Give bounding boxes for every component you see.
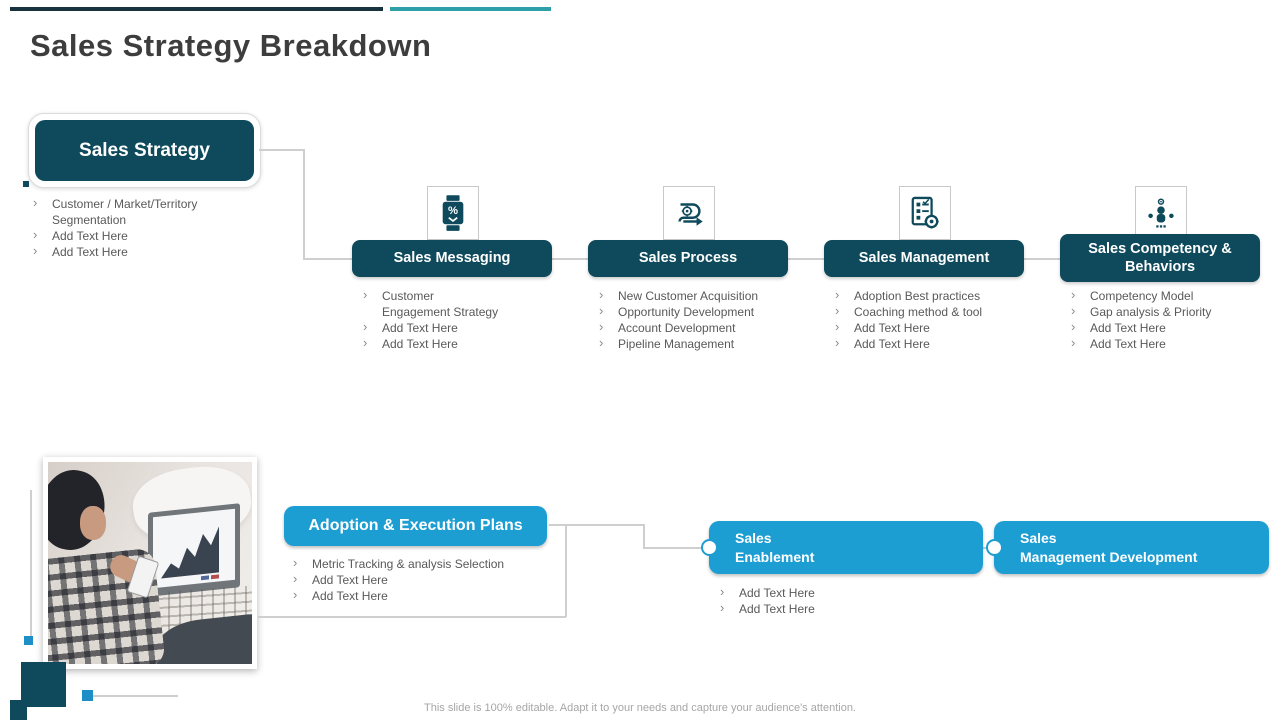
connector-line (258, 616, 566, 618)
decor-square-blue-small (24, 636, 33, 645)
connector-node-circle (701, 539, 718, 556)
sales-enablement-node: Sales Enablement (709, 521, 983, 574)
decor-square-teal-large (21, 662, 66, 707)
list-item: Add Text Here (360, 319, 546, 336)
photo-person-face (80, 506, 106, 540)
icon-box (663, 186, 715, 240)
sales-competency-list: Competency Model Gap analysis & Priority… (1068, 287, 1258, 352)
photo-person-laptop (43, 457, 257, 669)
sales-strategy-node: Sales Strategy (28, 113, 261, 188)
connector-line (1024, 258, 1061, 260)
decor-square-under-root (23, 181, 29, 187)
top-accent-bar-dark (10, 7, 383, 11)
list-item: Add Text Here (717, 600, 917, 617)
connector-line (643, 547, 705, 549)
list-item: Competency Model (1068, 287, 1258, 304)
photo-laptop-screen (148, 503, 240, 597)
list-item: Add Text Here (832, 319, 1022, 336)
connector-line (259, 149, 304, 151)
sales-messaging-list: Customer Engagement Strategy Add Text He… (360, 287, 546, 352)
process-arrow-gear-icon (678, 203, 703, 226)
list-item: Add Text Here (30, 227, 225, 244)
list-item: Add Text Here (30, 243, 225, 260)
list-item: Gap analysis & Priority (1068, 303, 1258, 320)
sales-strategy-label: Sales Strategy (35, 120, 254, 181)
list-item: Opportunity Development (596, 303, 786, 320)
person-gears-icon (1148, 198, 1174, 228)
sales-mgmt-dev-label-line2: Management Development (1020, 548, 1198, 565)
slide-title: Sales Strategy Breakdown (30, 28, 432, 63)
connector-node-circle (986, 539, 1003, 556)
list-item: Add Text Here (1068, 335, 1258, 352)
list-item: Add Text Here (290, 587, 580, 604)
connector-line (788, 258, 825, 260)
column-header-sales-management: Sales Management (824, 240, 1024, 277)
connector-line (303, 149, 305, 259)
sales-strategy-list: Customer / Market/Territory Segmentation… (30, 195, 225, 260)
sales-enablement-label-line2: Enablement (735, 548, 815, 565)
list-item: Add Text Here (290, 571, 580, 588)
list-item: Customer Engagement Strategy (360, 287, 546, 320)
column-header-sales-competency: Sales Competency & Behaviors (1060, 234, 1260, 282)
list-item: Add Text Here (1068, 319, 1258, 336)
checklist-gear-icon (911, 196, 939, 229)
list-item: New Customer Acquisition (596, 287, 786, 304)
sales-process-list: New Customer Acquisition Opportunity Dev… (596, 287, 786, 352)
list-item: Add Text Here (832, 335, 1022, 352)
connector-line (303, 258, 353, 260)
photo-chart-graphic (161, 526, 219, 581)
list-item: Add Text Here (360, 335, 546, 352)
connector-line (30, 490, 32, 637)
connector-line (565, 525, 567, 617)
sales-mgmt-dev-label-line1: Sales (1020, 529, 1057, 546)
icon-box: % (427, 186, 479, 240)
list-item: Metric Tracking & analysis Selection (290, 555, 580, 572)
connector-line (643, 524, 645, 549)
list-item: Add Text Here (717, 584, 917, 601)
sales-enablement-list: Add Text Here Add Text Here (717, 584, 917, 617)
decor-square-teal-corner (10, 700, 27, 720)
sales-enablement-label-line1: Sales (735, 529, 772, 546)
list-item: Adoption Best practices (832, 287, 1022, 304)
footer-note: This slide is 100% editable. Adapt it to… (424, 702, 856, 714)
adoption-list: Metric Tracking & analysis Selection Add… (290, 555, 580, 604)
top-accent-bar-teal (390, 7, 551, 11)
connector-line (549, 524, 644, 526)
list-item: Customer / Market/Territory Segmentation (30, 195, 225, 228)
list-item: Pipeline Management (596, 335, 786, 352)
list-item: Coaching method & tool (832, 303, 1022, 320)
sales-management-development-node: Sales Management Development (994, 521, 1269, 574)
icon-box (899, 186, 951, 240)
adoption-execution-plans-node: Adoption & Execution Plans (284, 506, 547, 546)
column-header-sales-messaging: Sales Messaging (352, 240, 552, 277)
sales-management-list: Adoption Best practices Coaching method … (832, 287, 1022, 352)
connector-line (552, 258, 589, 260)
svg-text:%: % (448, 205, 458, 217)
photo-laptop-display (153, 508, 235, 589)
decor-square-blue-small-2 (82, 690, 93, 701)
column-header-sales-process: Sales Process (588, 240, 788, 277)
list-item: Account Development (596, 319, 786, 336)
discount-device-icon: % (442, 195, 464, 231)
icon-box (1135, 186, 1187, 240)
decor-line (93, 695, 178, 697)
